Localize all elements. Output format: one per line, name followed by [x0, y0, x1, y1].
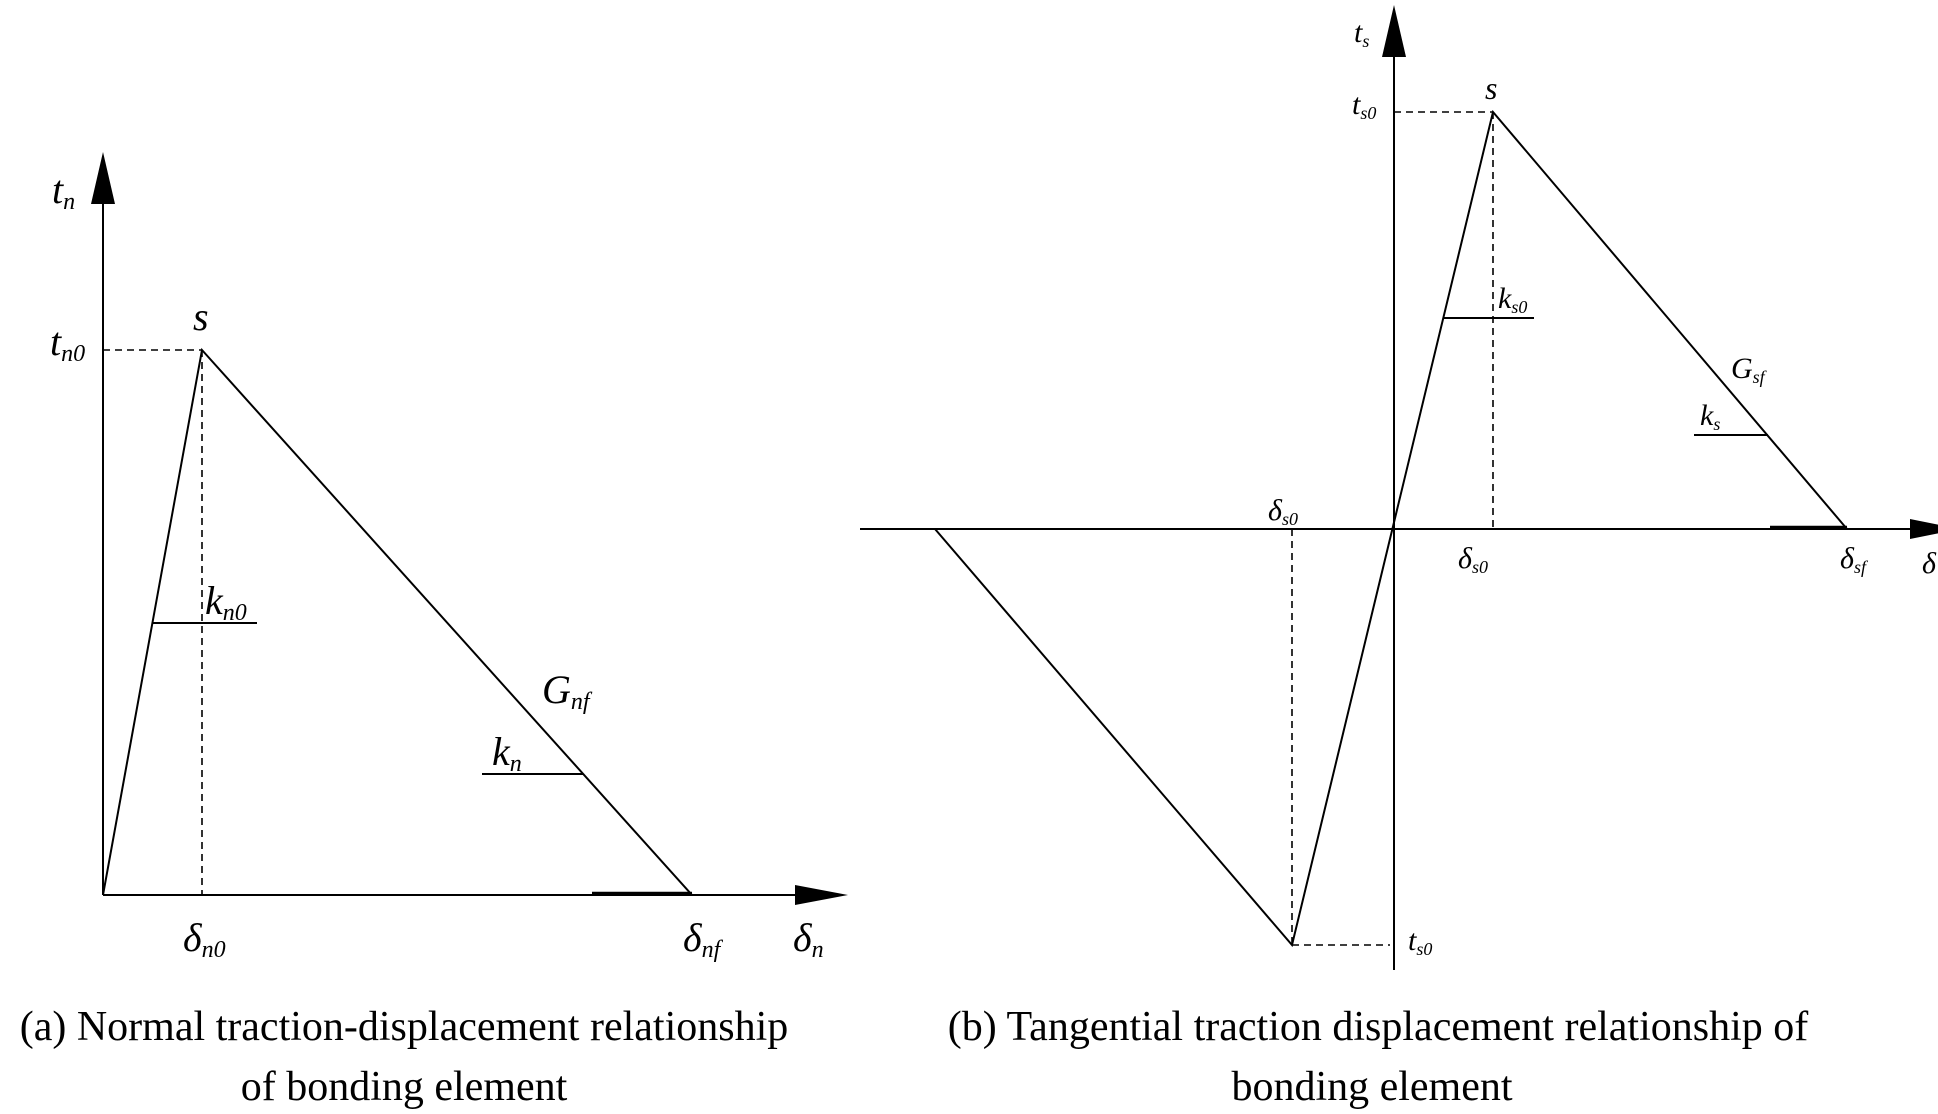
panel-a-diagram: tn δn s tn0 δn0 δnf kn0 Gnf kn (a) Norma…	[20, 152, 848, 1110]
panel-a-caption-line1: (a) Normal traction-displacement relatio…	[20, 1004, 789, 1050]
panel-a-x-axis-label: δn	[793, 915, 824, 963]
panel-a-y-axis-label: tn	[52, 167, 75, 215]
panel-b-fracture-energy-label: Gsf	[1731, 352, 1768, 387]
panel-b-caption-line2: bonding element	[1231, 1064, 1512, 1110]
panel-b-failure-disp-label: δsf	[1840, 542, 1869, 577]
panel-a-softening-stiffness-label: kn	[492, 729, 522, 777]
panel-a-y-axis-arrow	[91, 152, 115, 204]
panel-b-y-axis-arrow	[1382, 5, 1406, 57]
panel-b-x-axis-arrow	[1910, 519, 1938, 539]
panel-a-failure-disp-label: δnf	[683, 915, 724, 963]
panel-b-y-axis-label: ts	[1354, 16, 1369, 51]
panel-b-initial-stiffness-label: ks0	[1498, 282, 1527, 317]
panel-b-caption-line1: (b) Tangential traction displacement rel…	[948, 1004, 1809, 1050]
panel-b-neg-traction-label: ts0	[1408, 924, 1432, 959]
panel-a-initial-stiffness-label: kn0	[205, 578, 247, 626]
panel-a-peak-traction-label: tn0	[50, 319, 85, 367]
panel-a-fracture-energy-label: Gnf	[542, 667, 593, 715]
panel-b-diagram: ts δ s ts0 δs0 δs0 ts0 δsf ks0 Gsf ks (b…	[860, 5, 1938, 1110]
panel-b-peak-disp-label: δs0	[1458, 542, 1488, 577]
panel-b-bilinear-curve	[934, 109, 1848, 948]
panel-b-x-axis-label: δ	[1922, 547, 1937, 580]
panel-a-peak-disp-label: δn0	[183, 915, 226, 963]
panel-b-softening-stiffness-label: ks	[1700, 399, 1720, 434]
panel-a-x-axis-arrow	[795, 885, 848, 905]
panel-b-peak-label: s	[1485, 70, 1497, 106]
panel-a-peak-label: s	[193, 294, 209, 339]
panel-a-caption-line2: of bonding element	[241, 1064, 568, 1110]
panel-b-peak-traction-label: ts0	[1352, 88, 1376, 123]
panel-b-neg-disp-label: δs0	[1268, 494, 1298, 529]
